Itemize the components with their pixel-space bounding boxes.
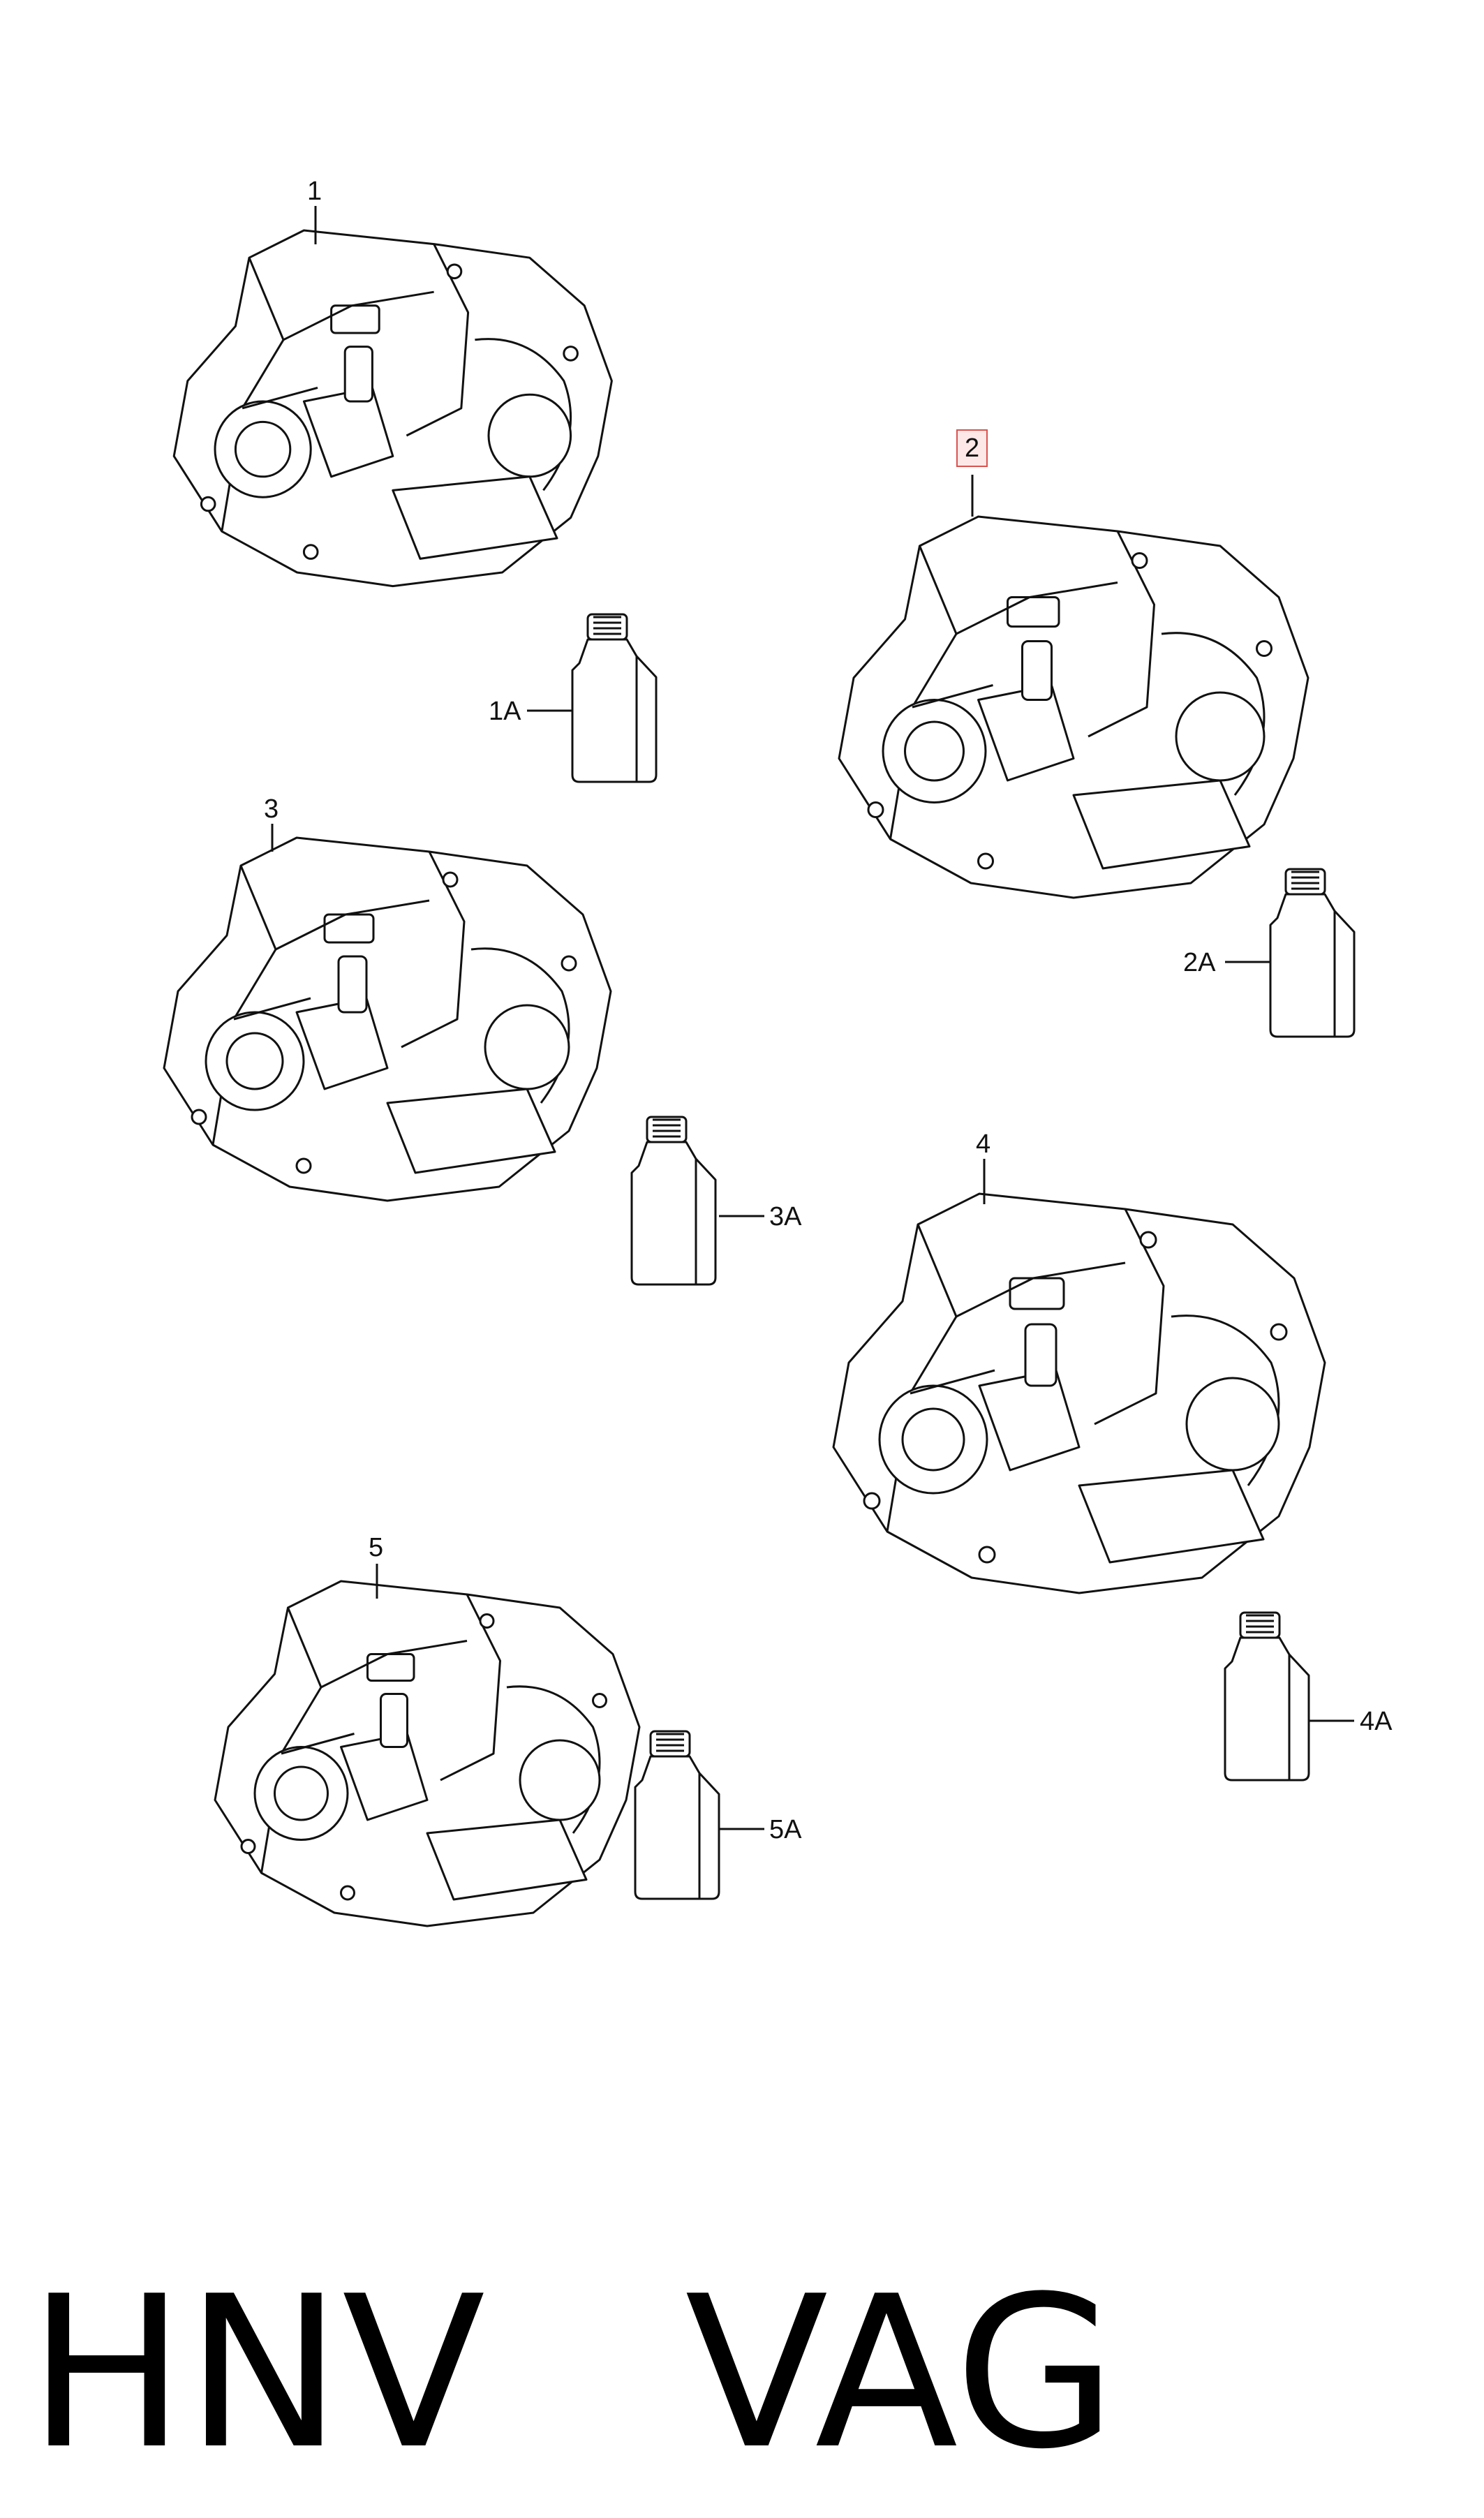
footer-watermark-text: HNV VAG [28,2251,1117,2495]
callout-1: 1 [307,177,322,206]
gearbox-2-drawing [838,515,1309,899]
callout-5: 5 [369,1533,384,1562]
gearbox-3-drawing [163,836,612,1202]
gearbox-4-drawing [832,1192,1326,1594]
callout-3: 3 [264,794,279,824]
oil-bottle-5a [634,1730,720,1900]
gearbox-5-drawing [214,1580,641,1927]
oil-bottle-3a [630,1116,717,1286]
callout-2-highlighted[interactable]: 2 [956,429,988,467]
callout-1a: 1A [489,697,521,726]
callout-5a: 5A [769,1815,802,1844]
oil-bottle-4a [1224,1611,1310,1782]
callout-4: 4 [976,1130,991,1159]
callout-3a: 3A [769,1202,802,1231]
callout-4a: 4A [1360,1707,1393,1736]
gearbox-1-drawing [172,229,613,588]
oil-bottle-1a [571,613,658,783]
oil-bottle-2a [1269,868,1356,1038]
callout-2a: 2A [1183,948,1216,977]
